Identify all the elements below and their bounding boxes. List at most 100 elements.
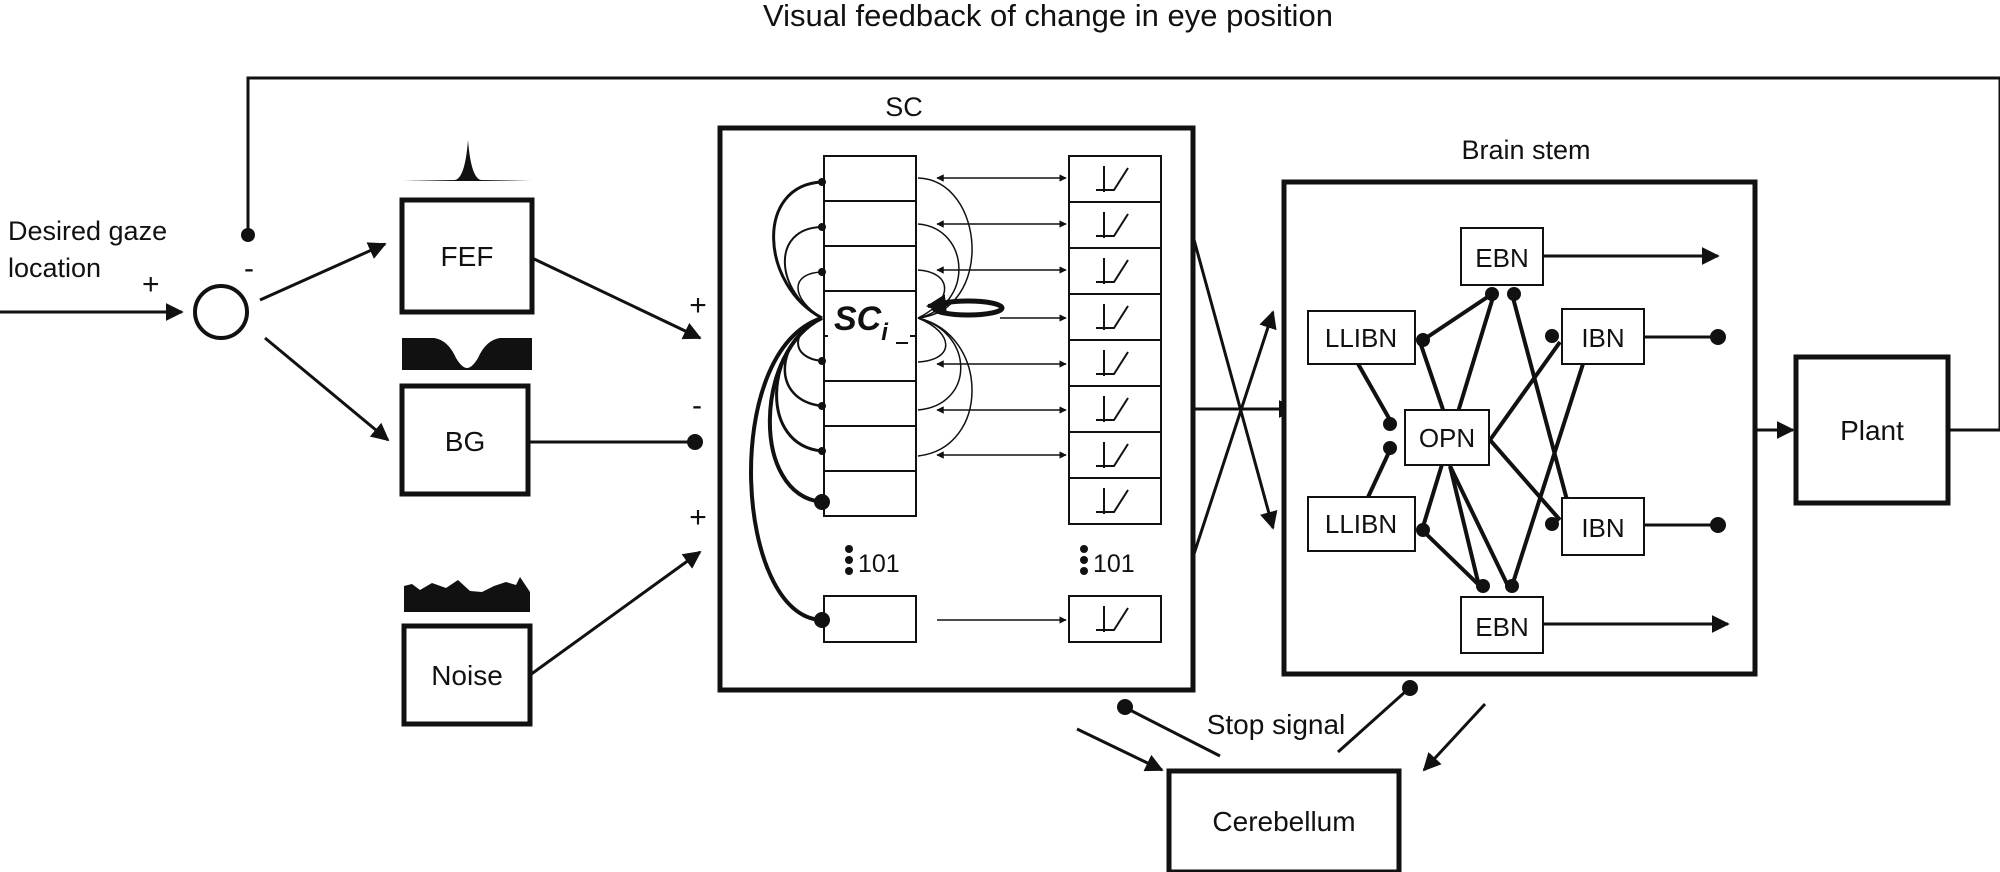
sc-output-unit-last <box>1068 595 1162 643</box>
inhibitory-terminal <box>1476 579 1490 593</box>
sc-lateral-terminal <box>818 402 826 410</box>
noise-activity-profile <box>404 577 530 612</box>
sc-to-brainstem-arrow-up <box>1191 310 1277 558</box>
comparator-to-fef-arrow <box>259 242 387 302</box>
bg-block <box>399 383 531 497</box>
inhibitory-terminal <box>1505 579 1519 593</box>
ibn-bottom-label: IBN <box>1581 513 1624 543</box>
ebn-top-box <box>1460 227 1544 286</box>
ibn-bottom-output-terminal <box>1710 517 1726 533</box>
opn-to-ibn-bottom <box>1488 438 1562 522</box>
sc-right-count: 101 <box>1093 550 1135 578</box>
sc-lateral-terminal <box>814 494 830 510</box>
inhibitory-terminal <box>1416 523 1430 537</box>
noise-label: Noise <box>431 660 503 691</box>
sc-to-brainstem-arrow-down <box>1191 235 1278 530</box>
plant-label: Plant <box>1840 415 1904 446</box>
ellipsis-dot <box>1080 545 1088 553</box>
bg-inhibitory-terminal <box>687 434 703 450</box>
ebn-top-label: EBN <box>1475 243 1528 273</box>
sc-output-unit <box>1068 247 1162 295</box>
noise-input-sign: + <box>689 501 707 534</box>
sc-excitatory-curve <box>917 317 962 411</box>
llibn-top-box <box>1307 310 1416 365</box>
comparator-circle <box>193 284 249 340</box>
ellipsis-dot <box>1080 567 1088 575</box>
fef-input-sign: + <box>689 289 707 322</box>
threshold-function-icon <box>1096 166 1129 192</box>
opn-label: OPN <box>1419 423 1475 453</box>
inhibitory-terminal <box>1383 417 1397 431</box>
sc-output-unit <box>1068 385 1162 433</box>
sc-unit-last <box>823 595 917 643</box>
ellipsis-dot <box>845 545 853 553</box>
cerebellum-block <box>1166 768 1402 872</box>
stop-signal-terminal-right <box>1402 680 1418 696</box>
sc-output-unit <box>1068 339 1162 387</box>
threshold-function-icon <box>1096 442 1129 468</box>
feedback-inhibitory-terminal <box>241 228 255 242</box>
sc-i-base: SC <box>834 300 882 338</box>
sc-unit <box>823 425 917 472</box>
bg-input-sign: - <box>692 389 702 422</box>
desired-gaze-label-line1: Desired gaze <box>8 216 167 246</box>
sc-excitatory-curve <box>917 317 973 457</box>
llibn-bottom-box <box>1307 496 1416 552</box>
sc-to-cerebellum-arrow <box>1076 727 1164 772</box>
sc-threshold-icons <box>1096 166 1129 632</box>
llibn-top-to-opn-line <box>1355 361 1392 421</box>
ebn-bottom-box <box>1460 596 1544 654</box>
inhibitory-terminal <box>1485 287 1499 301</box>
sc-lateral-terminal <box>818 268 826 276</box>
sc-lateral-terminal <box>814 612 830 628</box>
sc-i-subscript: i <box>881 319 889 346</box>
sc-unit <box>823 380 917 427</box>
fef-activity-profile <box>402 140 532 181</box>
ebn-top-to-ibn-bottom <box>1510 293 1577 531</box>
threshold-function-icon <box>1096 212 1129 238</box>
comparator-to-bg-arrow <box>264 336 390 442</box>
sc-lateral-terminal <box>818 223 826 231</box>
figure-title: Visual feedback of change in eye positio… <box>763 0 1333 33</box>
sc-column-links <box>936 174 1067 624</box>
inhibitory-terminal <box>1416 333 1430 347</box>
stop-signal-terminal-left <box>1117 699 1133 715</box>
sc-lateral-curve <box>797 271 823 319</box>
ibn-top-box <box>1561 308 1645 365</box>
ellipsis-dot <box>845 556 853 564</box>
sc-lateral-connections <box>749 180 823 622</box>
stop-signal-label: Stop signal <box>1207 709 1346 740</box>
brainstem-title: Brain stem <box>1461 135 1590 165</box>
opn-to-ibn-top <box>1488 340 1562 442</box>
sc-unit-column <box>823 155 917 643</box>
sc-lateral-curve <box>767 316 823 504</box>
cerebellum-to-stop-right <box>1336 690 1407 754</box>
ebn-bottom-label: EBN <box>1475 612 1528 642</box>
brainstem-inhibitory-terminals <box>1383 287 1559 593</box>
threshold-function-icon <box>1096 258 1129 284</box>
sc-right-ellipsis <box>1080 545 1088 575</box>
sc-i-label-bg <box>828 296 910 338</box>
sc-lateral-terminals <box>814 178 830 628</box>
cerebellum-label: Cerebellum <box>1212 806 1355 837</box>
threshold-function-icon <box>1096 606 1129 632</box>
threshold-function-icon <box>1096 350 1129 376</box>
sc-self-excitation-arrow <box>926 294 949 315</box>
sc-lateral-terminal <box>818 447 826 455</box>
sc-unit <box>823 245 917 292</box>
inhibitory-terminal <box>1545 517 1559 531</box>
threshold-function-icon <box>1096 488 1129 514</box>
sc-excitatory-curve <box>917 317 947 363</box>
sc-output-unit <box>1068 431 1162 479</box>
threshold-function-icon <box>1096 396 1129 422</box>
sc-output-unit <box>1068 477 1162 525</box>
sc-unit <box>823 200 917 247</box>
brainstem-to-cerebellum-arrow <box>1422 702 1487 772</box>
sc-output-unit <box>1068 201 1162 249</box>
ibn-top-label: IBN <box>1581 323 1624 353</box>
feedback-minus-sign: - <box>244 252 254 285</box>
ibn-top-output-terminal <box>1710 329 1726 345</box>
visual-feedback-line <box>246 76 2000 432</box>
sc-title: SC <box>885 92 923 122</box>
